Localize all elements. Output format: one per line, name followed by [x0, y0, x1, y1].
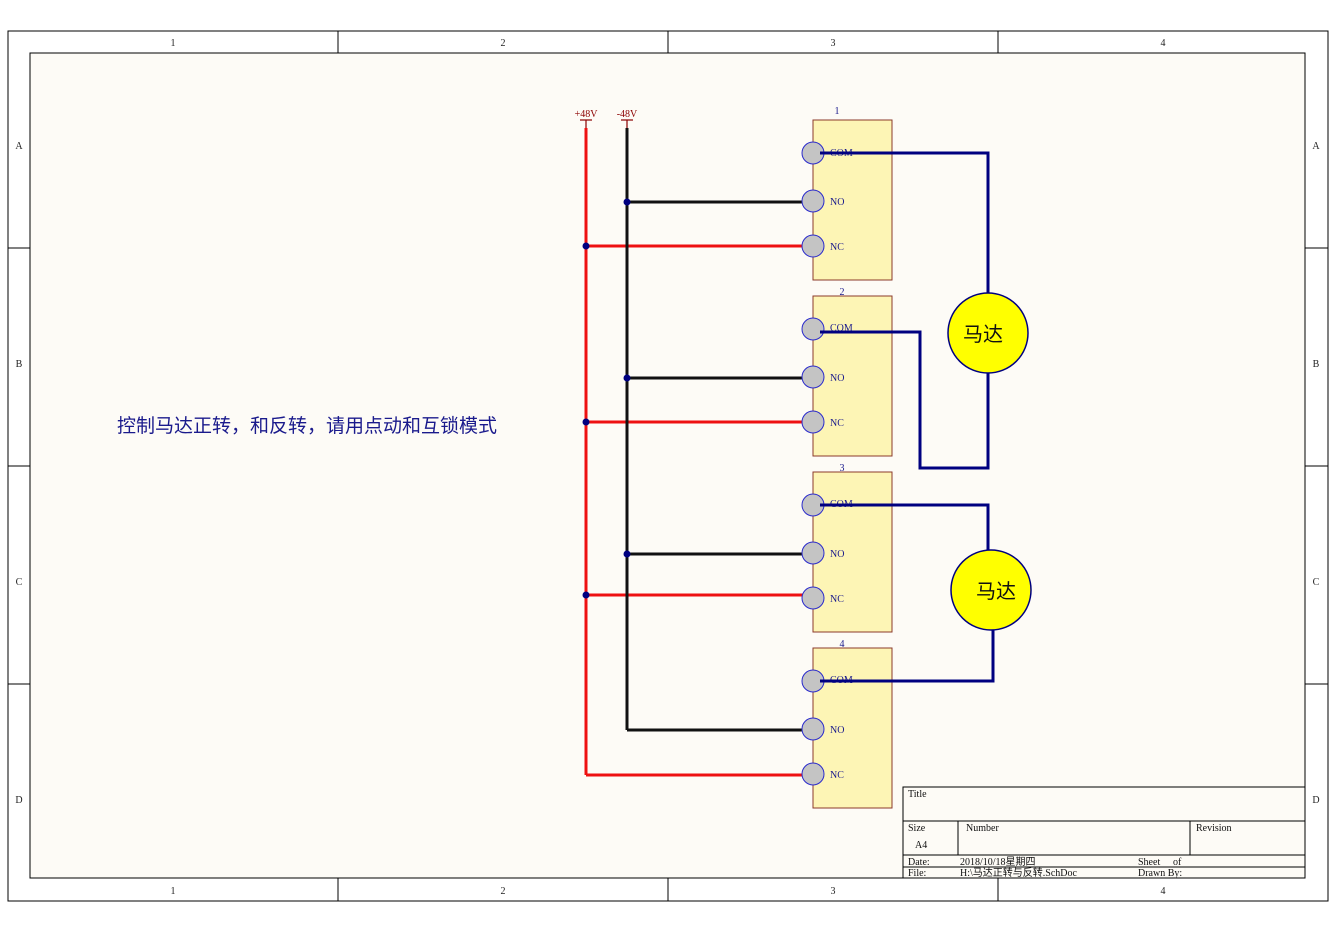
wire-relay2-com-to-motor1[interactable] — [820, 330, 990, 470]
drawn-by-label: Drawn By: — [1138, 868, 1182, 879]
junction-dot — [582, 418, 590, 426]
motor-1-body-icon[interactable] — [947, 292, 1029, 374]
relay-1-body[interactable] — [812, 119, 893, 281]
zone-col-top-4: 4 — [1161, 38, 1166, 49]
zone-row-left-c: C — [16, 577, 23, 588]
junction-dots — [582, 198, 631, 599]
zone-col-bottom-4: 4 — [1161, 886, 1166, 897]
zone-col-bottom-1: 1 — [171, 886, 176, 897]
date-value: 2018/10/18星期四 — [960, 856, 1036, 868]
relay-1-nc-pin-icon[interactable] — [801, 234, 825, 258]
size-value: A4 — [915, 840, 927, 851]
zone-row-left-a: A — [15, 141, 23, 152]
title-block — [902, 786, 1306, 879]
power-port-positive[interactable]: +48V — [575, 109, 599, 128]
relay-3-no-label: NO — [830, 549, 844, 560]
relay-2[interactable]: 2 COM NO NC — [801, 287, 893, 457]
relay-4-designator: 4 — [840, 639, 845, 650]
number-label: Number — [966, 823, 999, 834]
motor-wires[interactable] — [820, 151, 995, 683]
sheet-label: Sheet — [1138, 857, 1160, 868]
junction-dot — [582, 591, 590, 599]
relay-4-nc-pin-icon[interactable] — [801, 762, 825, 786]
zone-col-top-1: 1 — [171, 38, 176, 49]
relay-1[interactable]: 1 COM NO NC — [801, 106, 893, 281]
zone-labels: 1 2 3 4 1 2 3 4 A B C D A B C D — [15, 38, 1320, 897]
zone-row-left-d: D — [15, 795, 22, 806]
relay-2-com-label: COM — [830, 323, 853, 334]
row-zone-dividers — [8, 247, 1328, 685]
relay-4-no-label: NO — [830, 725, 844, 736]
sheet-drawing-area — [29, 52, 1306, 879]
date-label: Date: — [908, 857, 930, 868]
zone-col-top-2: 2 — [501, 38, 506, 49]
relay-4-body[interactable] — [812, 647, 893, 809]
power-port-positive-label: +48V — [575, 109, 599, 120]
motor-2-body-icon[interactable] — [950, 549, 1032, 631]
zone-row-right-b: B — [1313, 359, 1320, 370]
zone-row-right-a: A — [1312, 141, 1320, 152]
zone-row-right-c: C — [1313, 577, 1320, 588]
title-block-frame — [902, 786, 1306, 879]
relay-1-no-label: NO — [830, 197, 844, 208]
wire-relay1-com-to-motor1[interactable] — [820, 151, 990, 296]
title-label: Title — [908, 789, 927, 800]
of-label: of — [1173, 857, 1182, 868]
power-port-negative-label: -48V — [617, 109, 638, 120]
junction-dot — [623, 198, 631, 206]
relay-3-body[interactable] — [812, 471, 893, 633]
power-port-negative[interactable]: -48V — [617, 109, 638, 128]
relay-4-nc-label: NC — [830, 770, 844, 781]
motor-2[interactable]: 马达 — [950, 549, 1032, 631]
relay-2-nc-pin-icon[interactable] — [801, 410, 825, 434]
relay-4-no-pin-icon[interactable] — [801, 717, 825, 741]
motor-1[interactable]: 马达 — [947, 292, 1029, 374]
column-zone-dividers — [337, 31, 999, 901]
relay-2-nc-label: NC — [830, 418, 844, 429]
zone-col-bottom-2: 2 — [501, 886, 506, 897]
zone-row-left-b: B — [16, 359, 23, 370]
relay-3-nc-pin-icon[interactable] — [801, 586, 825, 610]
relay-2-designator: 2 — [840, 287, 845, 298]
relay-3[interactable]: 3 COM NO NC — [801, 463, 893, 633]
relay-1-no-pin-icon[interactable] — [801, 189, 825, 213]
title-block-text: Title Size A4 Number Revision Date: 2018… — [908, 789, 1232, 879]
wire-relay3-com-to-motor2[interactable] — [820, 503, 990, 552]
size-label: Size — [908, 823, 926, 834]
relay-4[interactable]: 4 COM NO NC — [801, 639, 893, 809]
relay-2-no-pin-icon[interactable] — [801, 365, 825, 389]
file-value: H:\马达正转与反转.SchDoc — [960, 866, 1077, 879]
relay-2-no-label: NO — [830, 373, 844, 384]
schematic-note: 控制马达正转，和反转，请用点动和互锁模式 — [117, 415, 497, 437]
file-label: File: — [908, 868, 926, 879]
relay-2-com-pin-icon[interactable] — [801, 317, 825, 341]
revision-label: Revision — [1196, 823, 1232, 834]
zone-col-bottom-3: 3 — [831, 886, 836, 897]
relay-3-nc-label: NC — [830, 594, 844, 605]
zone-row-right-d: D — [1312, 795, 1319, 806]
relay-1-designator: 1 — [835, 106, 840, 117]
zone-col-top-3: 3 — [831, 38, 836, 49]
motor-1-label: 马达 — [963, 322, 1003, 346]
negative-bus-wires[interactable] — [625, 128, 805, 732]
relay-3-no-pin-icon[interactable] — [801, 541, 825, 565]
relay-3-designator: 3 — [840, 463, 845, 474]
motor-2-label: 马达 — [976, 579, 1016, 603]
relay-1-nc-label: NC — [830, 242, 844, 253]
junction-dot — [623, 550, 631, 558]
wire-relay4-com-to-motor2[interactable] — [820, 630, 995, 683]
positive-bus-wires[interactable] — [584, 128, 805, 777]
relay-2-body[interactable] — [812, 295, 893, 457]
junction-dot — [582, 242, 590, 250]
junction-dot — [623, 374, 631, 382]
